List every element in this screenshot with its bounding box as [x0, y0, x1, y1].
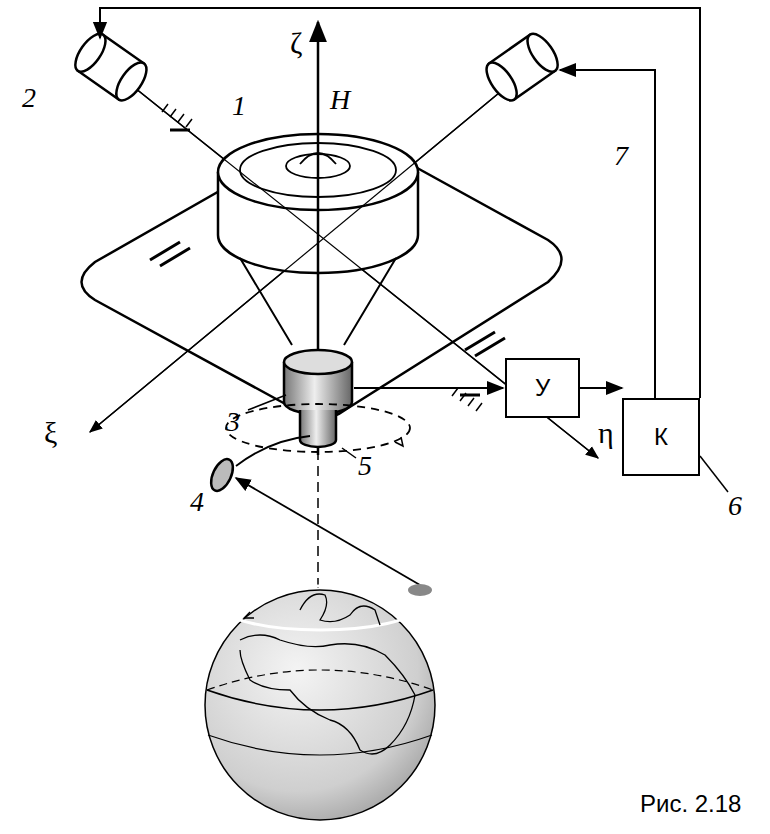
- callout-number: 2: [22, 84, 36, 112]
- figure-caption: Рис. 2.18: [640, 790, 741, 818]
- axis-label: η: [598, 418, 614, 448]
- momentum-label: H: [330, 86, 350, 114]
- amplifier-box: У: [505, 358, 580, 418]
- controller-box: К: [622, 398, 700, 476]
- box-text: К: [654, 423, 668, 451]
- callout-number: 5: [358, 452, 372, 480]
- callout-number: 3: [226, 408, 240, 436]
- axis-label: ξ: [44, 418, 57, 448]
- axis-label: ζ: [290, 28, 302, 58]
- callout-number: 4: [190, 488, 204, 516]
- callout-number: 6: [728, 492, 742, 520]
- signal-arrow: [580, 387, 622, 389]
- callout-number: 1: [232, 92, 246, 120]
- callout-number: 7: [614, 142, 628, 170]
- box-text: У: [535, 374, 550, 402]
